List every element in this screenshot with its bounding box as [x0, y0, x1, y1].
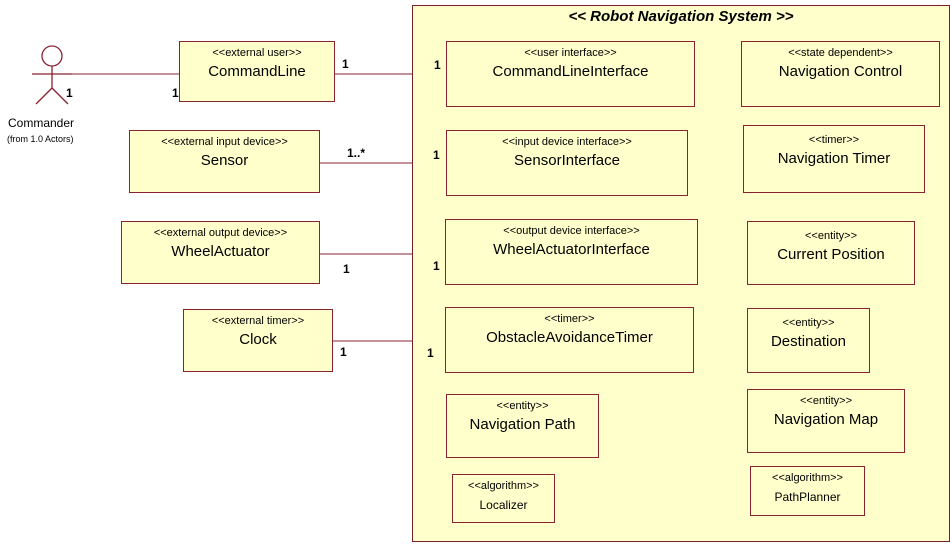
- class-name: CommandLineInterface: [492, 63, 649, 80]
- mult-commandline-left: 1: [172, 86, 179, 100]
- stereotype: <<entity>>: [782, 317, 835, 329]
- actor-name: Commander: [8, 116, 75, 130]
- mult-commandline-right: 1: [342, 57, 349, 71]
- class-destination[interactable]: <<entity>> Destination: [747, 308, 870, 373]
- class-commandline[interactable]: <<external user>> CommandLine: [179, 41, 335, 102]
- class-name: Navigation Timer: [777, 150, 891, 167]
- class-navigationcontrol[interactable]: <<state dependent>> Navigation Control: [741, 41, 940, 107]
- mult-clock: 1: [340, 345, 347, 359]
- class-currentposition[interactable]: <<entity>> Current Position: [747, 221, 915, 285]
- stereotype: <<state dependent>>: [788, 47, 893, 59]
- stereotype: <<external input device>>: [161, 136, 288, 148]
- class-name: Navigation Path: [469, 416, 576, 433]
- class-obstacleavoidancetimer[interactable]: <<timer>> ObstacleAvoidanceTimer: [445, 307, 694, 373]
- class-wheelactuatorinterface[interactable]: <<output device interface>> WheelActuato…: [445, 219, 698, 285]
- class-name: WheelActuatorInterface: [493, 241, 650, 258]
- stereotype: <<external output device>>: [153, 227, 288, 239]
- class-navigationmap[interactable]: <<entity>> Navigation Map: [747, 389, 905, 453]
- mult-wheelactuator: 1: [343, 262, 350, 276]
- class-sensorinterface[interactable]: <<input device interface>> SensorInterfa…: [446, 130, 688, 196]
- class-name: Destination: [770, 333, 847, 350]
- class-name: CommandLine: [208, 63, 306, 80]
- stereotype: <<algorithm>>: [468, 480, 539, 492]
- class-wheelactuator[interactable]: <<external output device>> WheelActuator: [121, 221, 320, 284]
- mult-obstacleavoidancetimer: 1: [427, 346, 434, 360]
- stereotype: <<entity>>: [496, 400, 549, 412]
- stereotype: <<external timer>>: [211, 315, 305, 327]
- class-navigationpath[interactable]: <<entity>> Navigation Path: [446, 394, 599, 458]
- actor-origin: (from 1.0 Actors): [7, 134, 74, 144]
- class-name: Current Position: [777, 246, 885, 263]
- stereotype: <<output device interface>>: [503, 225, 640, 237]
- class-pathplanner[interactable]: <<algorithm>> PathPlanner: [750, 466, 865, 516]
- stereotype: <<algorithm>>: [772, 472, 843, 484]
- class-name: Clock: [239, 331, 277, 348]
- mult-actor: 1: [66, 86, 73, 100]
- class-navigationtimer[interactable]: <<timer>> Navigation Timer: [743, 125, 925, 193]
- stereotype: <<entity>>: [805, 230, 857, 242]
- stereotype: <<entity>>: [800, 395, 852, 407]
- stereotype: <<external user>>: [212, 47, 302, 59]
- class-clock[interactable]: <<external timer>> Clock: [183, 309, 333, 372]
- package-title: << Robot Navigation System >>: [568, 8, 794, 25]
- mult-wheelactuatorinterface: 1: [433, 259, 440, 273]
- class-name: Navigation Map: [773, 411, 879, 428]
- stereotype: <<timer>>: [544, 313, 595, 325]
- class-name: Sensor: [200, 152, 249, 169]
- class-name: WheelActuator: [171, 243, 270, 260]
- class-name: ObstacleAvoidanceTimer: [486, 329, 653, 346]
- mult-commandlineinterface: 1: [434, 58, 441, 72]
- class-commandlineinterface[interactable]: <<user interface>> CommandLineInterface: [446, 41, 695, 107]
- mult-sensorinterface: 1: [433, 148, 440, 162]
- stereotype: <<timer>>: [808, 134, 860, 146]
- class-name: Navigation Control: [778, 63, 903, 80]
- stereotype: <<user interface>>: [524, 47, 617, 59]
- class-name: PathPlanner: [774, 490, 841, 504]
- class-name: Localizer: [479, 498, 528, 512]
- mult-sensor: 1..*: [347, 146, 366, 160]
- class-localizer[interactable]: <<algorithm>> Localizer: [452, 474, 555, 523]
- class-sensor[interactable]: <<external input device>> Sensor: [129, 130, 320, 193]
- class-name: SensorInterface: [514, 152, 620, 169]
- stereotype: <<input device interface>>: [502, 136, 632, 148]
